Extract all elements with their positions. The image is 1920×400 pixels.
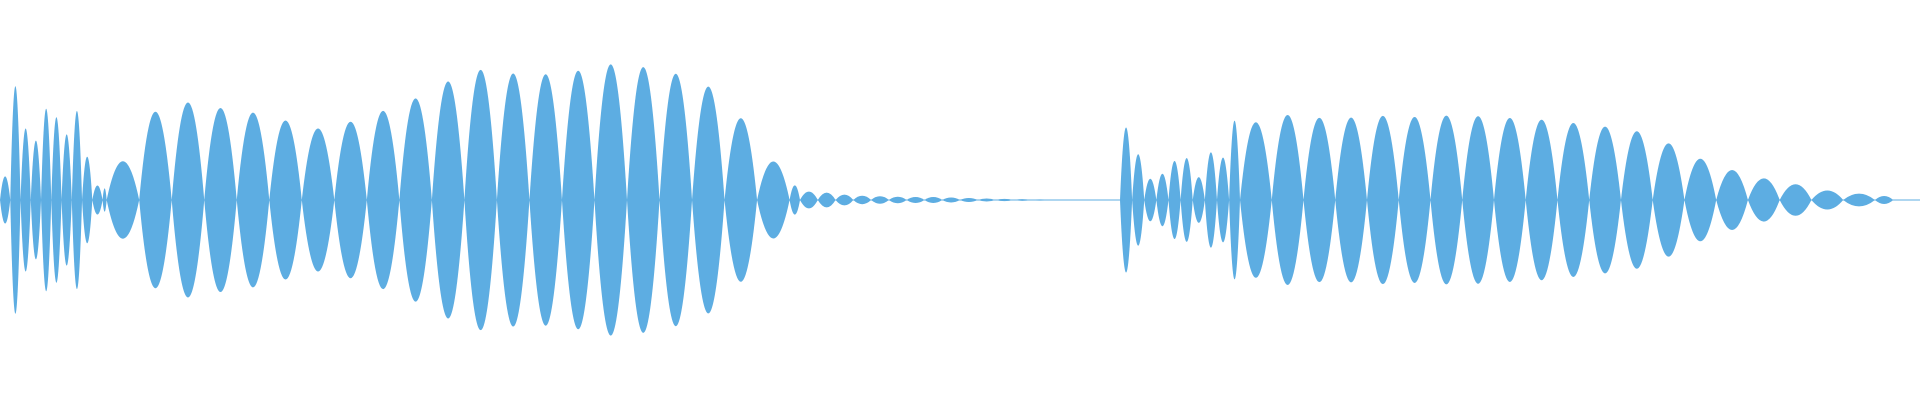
waveform-track — [0, 64, 1920, 336]
